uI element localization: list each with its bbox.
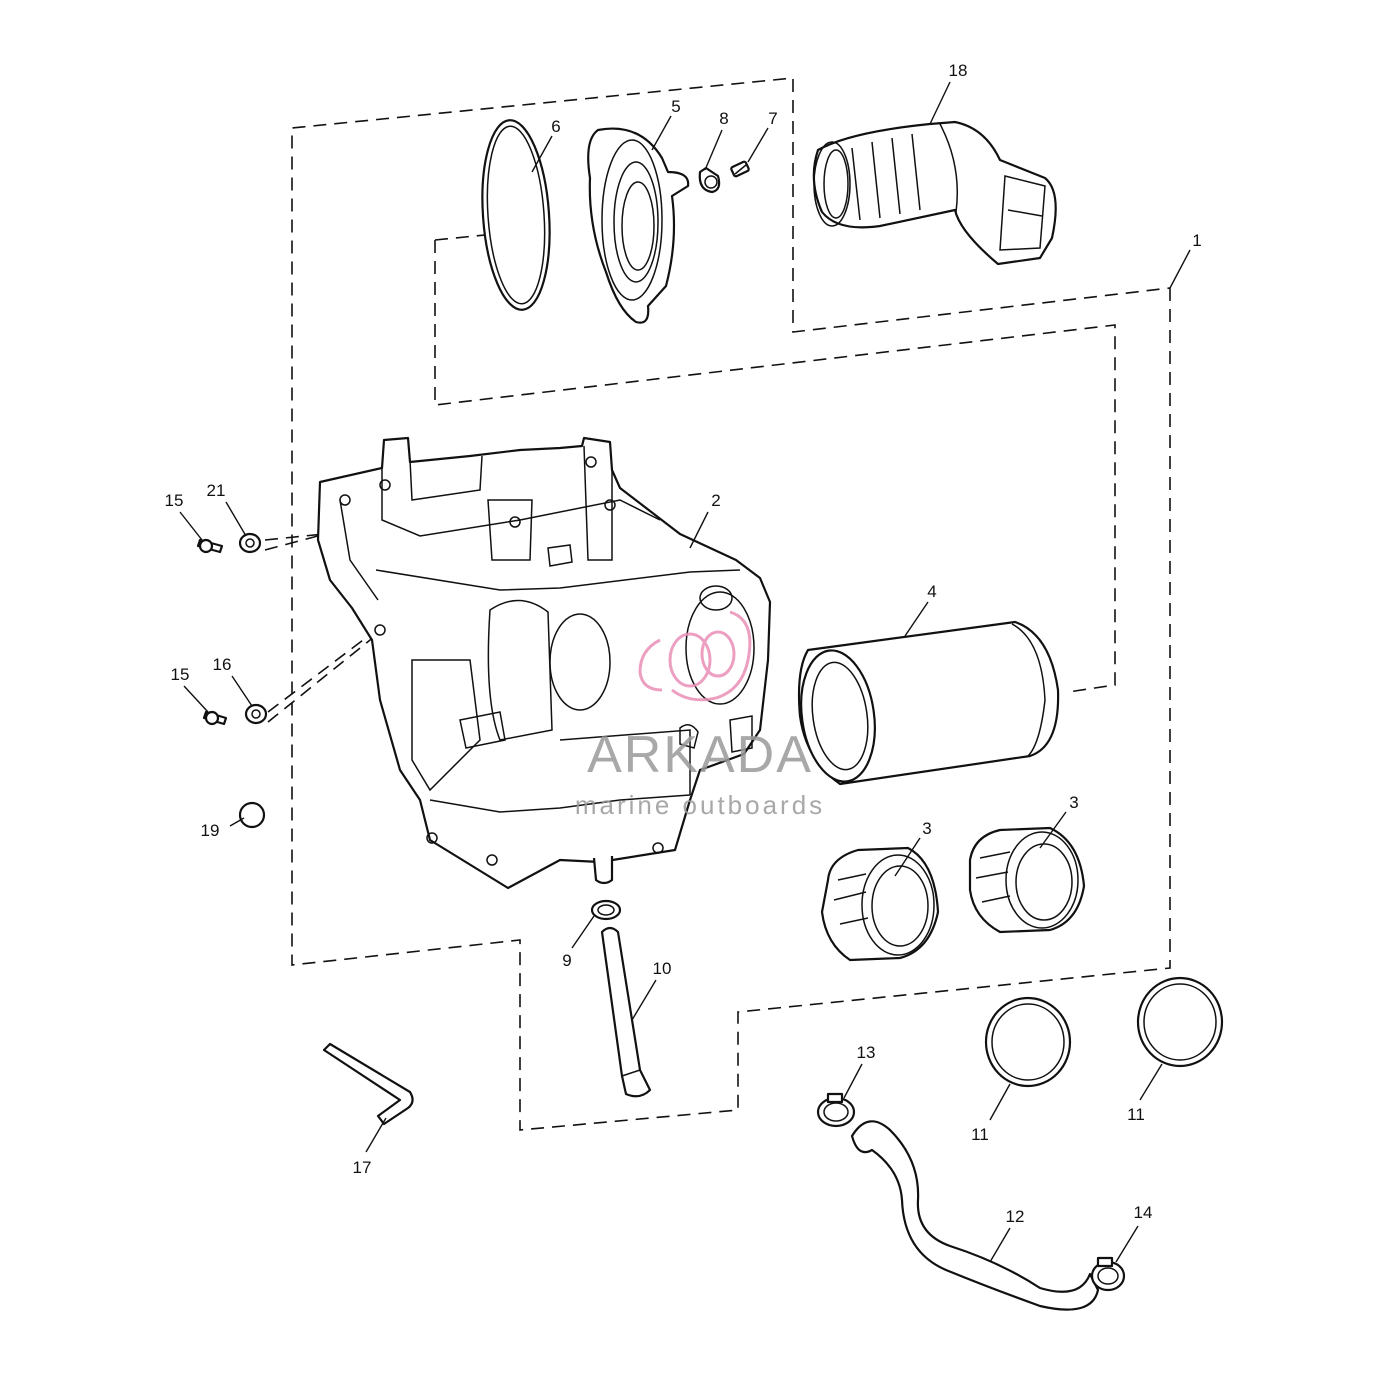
callout-7: 7 (768, 109, 777, 128)
callout-2: 2 (711, 491, 720, 510)
callout-17: 17 (353, 1158, 372, 1177)
callout-15-upper: 15 (165, 491, 184, 510)
callout-6: 6 (551, 117, 560, 136)
o-ring-part-11-right (1136, 976, 1224, 1068)
callout-5: 5 (671, 97, 680, 116)
callout-11-left: 11 (971, 1125, 989, 1144)
hose-part-12 (850, 1120, 1100, 1311)
callout-9: 9 (562, 951, 571, 970)
callout-3-right: 3 (1069, 793, 1078, 812)
airbox-housing-part-2 (316, 436, 772, 890)
callout-19: 19 (201, 821, 220, 840)
callout-16: 16 (213, 655, 232, 674)
flange-plate-part-5 (587, 127, 690, 324)
watermark-brand: ARKADA (587, 726, 813, 784)
callout-18: 18 (949, 61, 968, 80)
bolt-part-15-lower (202, 710, 228, 726)
grommet-part-21 (238, 532, 262, 554)
callout-1: 1 (1192, 231, 1201, 250)
callout-10: 10 (653, 959, 672, 978)
air-filter-part-4 (797, 620, 1060, 786)
leader-lines (179, 81, 1191, 1263)
callout-4: 4 (927, 582, 936, 601)
callout-11-right: 11 (1127, 1105, 1145, 1124)
screw-part-7 (730, 160, 750, 178)
callout-8: 8 (719, 109, 728, 128)
grommet-part-16 (244, 703, 268, 725)
callout-13: 13 (857, 1043, 876, 1062)
callout-14: 14 (1134, 1203, 1153, 1222)
intake-boot-part-3-left (820, 846, 940, 962)
fastener-dash-link-4 (267, 631, 381, 723)
assembly-boundary-1 (291, 77, 1171, 1131)
clip-part-8 (698, 166, 721, 194)
watermark-logo-icon (638, 610, 752, 702)
hose-clamp-part-9 (590, 899, 622, 921)
hex-key-part-17 (322, 1042, 414, 1126)
watermark: ARKADA marine outboards (575, 610, 825, 820)
callout-3-left: 3 (922, 819, 931, 838)
hose-clamp-part-14 (1090, 1256, 1126, 1292)
o-ring-part-11-left (984, 996, 1072, 1088)
o-ring-part-6 (481, 119, 551, 311)
drain-tube-part-10 (600, 926, 652, 1098)
callout-15-lower: 15 (171, 665, 190, 684)
intake-elbow-part-18 (812, 120, 1057, 266)
watermark-tagline: marine outboards (575, 790, 825, 820)
plug-part-19 (238, 801, 266, 829)
bolt-part-15-upper (196, 538, 224, 554)
callout-21: 21 (207, 481, 226, 500)
hose-clamp-part-13 (816, 1092, 856, 1128)
callout-12: 12 (1006, 1207, 1025, 1226)
intake-boot-part-3-right (968, 826, 1086, 934)
